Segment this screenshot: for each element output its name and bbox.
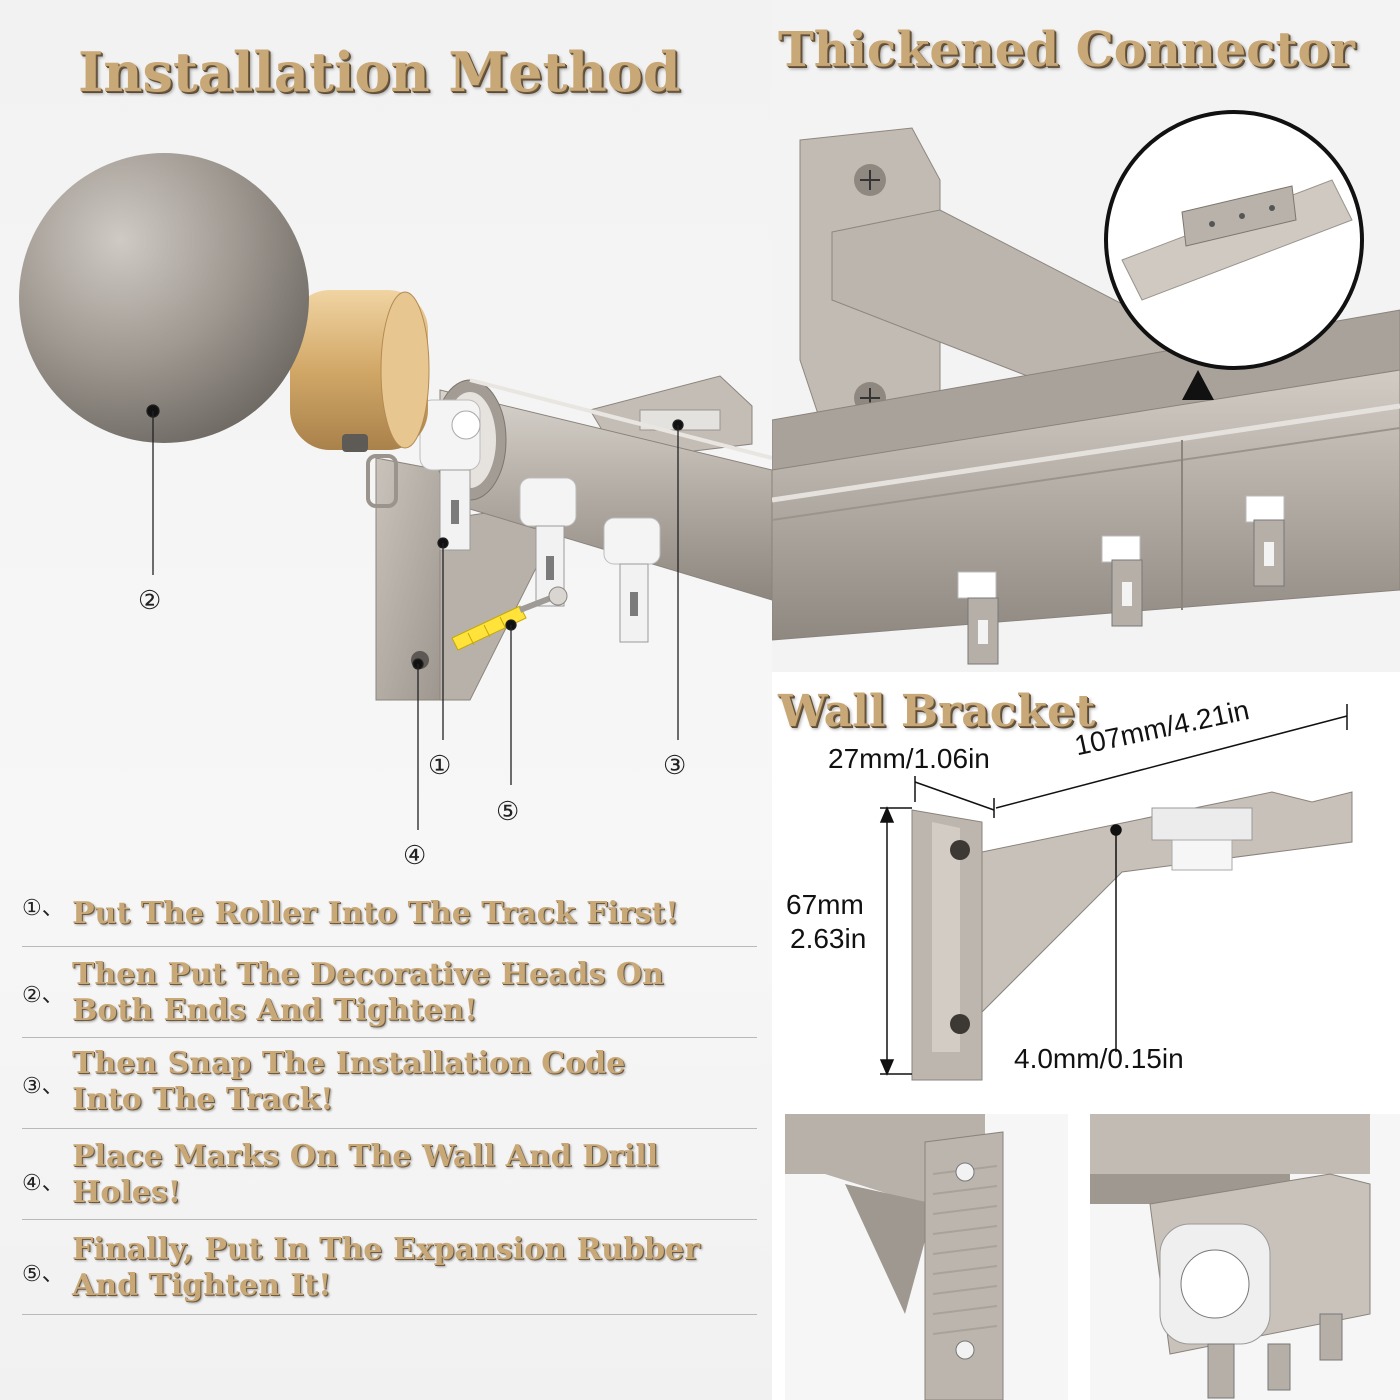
step-text-line: Place Marks On The Wall And Drill (72, 1139, 659, 1174)
step-2: ②、 Then Put The Decorative Heads On Both… (22, 947, 757, 1038)
connector-title: Thickened Connector (778, 22, 1355, 78)
step-text-line: Holes! (72, 1175, 181, 1210)
callout-1: ① (428, 751, 452, 781)
dim-height-in-label: 2.63in (790, 923, 867, 954)
track-section-illustration (1090, 1114, 1371, 1399)
wall-bracket-title: Wall Bracket (778, 686, 1096, 737)
callout-4: ④ (403, 841, 427, 871)
step-text-line: Then Put The Decorative Heads On (72, 957, 664, 992)
roller-hook-icon (957, 571, 999, 665)
roller-hook-icon (419, 399, 481, 551)
step-3: ③、 Then Snap The Installation Code Into … (22, 1038, 757, 1129)
callout-2: ② (138, 586, 162, 616)
installation-title: Installation Method (78, 40, 681, 104)
dim-height-mm-label: 67mm (786, 889, 864, 920)
roller-hook-icon (1319, 1313, 1343, 1361)
callout-3: ③ (663, 751, 687, 781)
roller-hook-icon (1245, 495, 1285, 587)
installation-illustration (19, 153, 772, 830)
installation-panel: Installation Method (0, 0, 772, 1400)
bracket-closeup-illustration (785, 1114, 1004, 1400)
dim-depth-label: 27mm/1.06in (828, 743, 990, 774)
roller-hook-icon (1267, 1343, 1291, 1391)
step-number: ③、 (22, 1074, 64, 1099)
bracket-closeup-image (785, 1114, 1068, 1400)
step-text-line: And Tighten It! (72, 1268, 332, 1303)
step-number: ①、 (22, 896, 64, 921)
roller-hook-icon (1159, 1223, 1271, 1399)
callout-5: ⑤ (496, 797, 520, 827)
step-1: ①、 Put The Roller Into The Track First! (22, 880, 757, 947)
roller-hook-icon (1101, 535, 1143, 627)
step-number: ④、 (22, 1171, 64, 1196)
expansion-anchor-icon (451, 605, 527, 651)
connector-illustration (772, 110, 1400, 665)
step-text-line: Then Snap The Installation Code (72, 1046, 626, 1081)
step-text-line: Both Ends And Tighten! (72, 993, 478, 1028)
screw-icon (860, 170, 880, 190)
dim-thickness-label: 4.0mm/0.15in (1014, 1043, 1184, 1074)
magnifier-circle-icon (1104, 110, 1364, 400)
step-text-line: Into The Track! (72, 1082, 334, 1117)
track-section-closeup-image (1090, 1114, 1400, 1400)
step-5: ⑤、 Finally, Put In The Expansion Rubber … (22, 1220, 757, 1315)
wall-bracket-illustration (879, 704, 1353, 1081)
step-text-line: Finally, Put In The Expansion Rubber (72, 1232, 700, 1267)
step-4: ④、 Place Marks On The Wall And Drill Hol… (22, 1129, 757, 1220)
connector-panel: Thickened Connector (772, 0, 1400, 672)
wall-bracket-panel: Wall Bracket 27mm/1.06in 107mm/4.21in 67… (772, 672, 1400, 1100)
step-number: ②、 (22, 983, 64, 1008)
roller-hook-icon (603, 517, 661, 643)
step-text-line: Put The Roller Into The Track First! (72, 896, 679, 931)
screw-icon (518, 586, 568, 613)
ball-finial-icon (19, 153, 430, 452)
step-number: ⑤、 (22, 1262, 64, 1287)
